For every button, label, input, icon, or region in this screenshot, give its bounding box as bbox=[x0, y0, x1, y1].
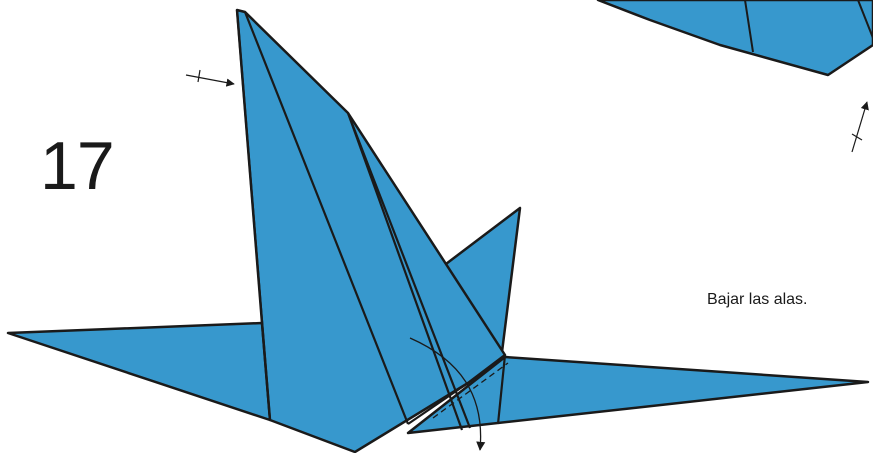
step-number: 17 bbox=[40, 128, 115, 204]
neck-edge-center bbox=[243, 11, 410, 425]
neck-edge-left bbox=[235, 9, 272, 421]
valley-fold-line bbox=[432, 362, 509, 419]
body-crease-1 bbox=[346, 112, 464, 431]
left-wing bbox=[6, 321, 272, 422]
previous-step-fold-arrow bbox=[851, 101, 869, 153]
previous-step-figure bbox=[596, 0, 873, 77]
push-arrow bbox=[185, 69, 235, 87]
instruction-text: Bajar las alas. bbox=[707, 291, 808, 308]
crane-figure bbox=[6, 8, 870, 453]
wing-fold-edge bbox=[407, 382, 469, 425]
body-crease-2 bbox=[346, 112, 472, 429]
fold-down-arrow bbox=[409, 337, 486, 451]
body-crease-3 bbox=[496, 354, 507, 425]
